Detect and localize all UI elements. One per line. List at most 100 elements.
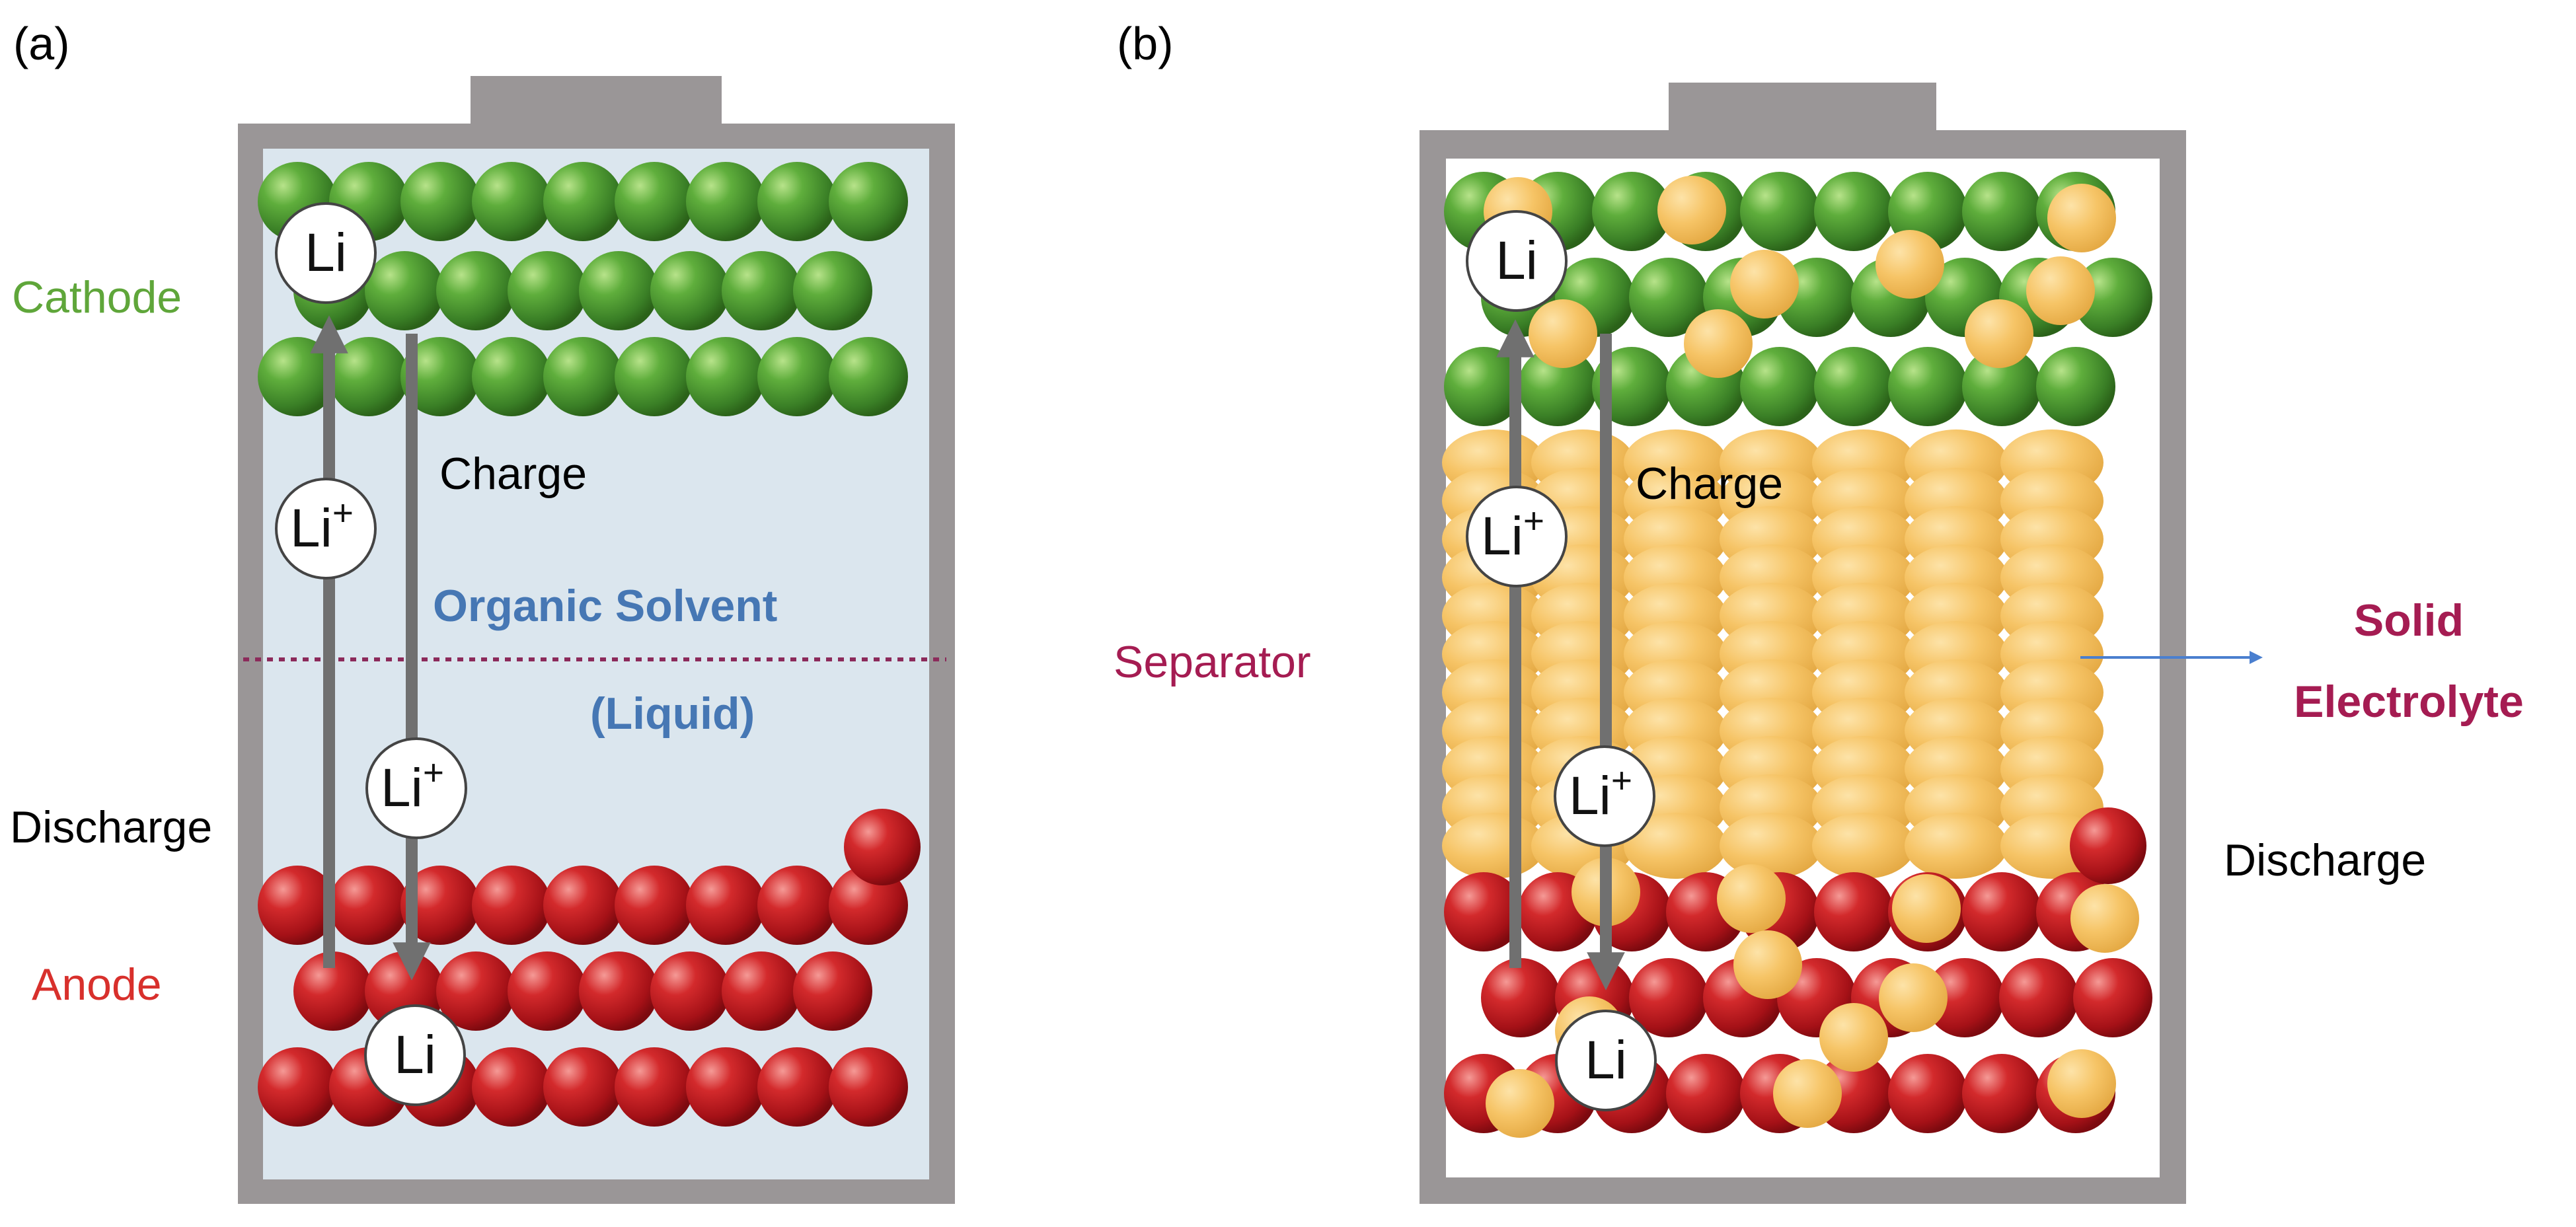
anode-particle <box>1999 958 2078 1037</box>
anode-particle <box>472 866 551 945</box>
anode-particle <box>258 1047 337 1127</box>
separator-label: Separator <box>1114 637 1311 687</box>
cathode-particle <box>543 337 623 416</box>
electrolyte-particle <box>2047 1049 2116 1118</box>
svg-text:Li: Li <box>394 1025 436 1085</box>
cathode-particle <box>329 337 408 416</box>
cathode-particle <box>1629 258 1708 337</box>
cathode-particle <box>793 251 872 330</box>
anode-particle <box>1481 958 1560 1037</box>
cathode-particle <box>2036 347 2115 426</box>
electrolyte-particle <box>1730 250 1799 318</box>
anode-particle <box>1962 872 2041 951</box>
electrolyte-particle <box>1812 813 1915 879</box>
cathode-particle <box>472 337 551 416</box>
cathode-particle <box>1814 347 1893 426</box>
cathode-particle <box>829 162 908 241</box>
svg-text:Li: Li <box>1496 231 1538 291</box>
anode-particle <box>579 951 658 1031</box>
organic-solvent-label: Organic Solvent <box>433 581 777 631</box>
electrolyte-particle <box>2026 256 2095 325</box>
electrolyte-particle <box>1773 1059 1842 1128</box>
cathode-particle <box>829 337 908 416</box>
cathode-particle <box>686 162 765 241</box>
cathode-particle <box>1518 347 1597 426</box>
cathode-particle <box>686 337 765 416</box>
anode-particle <box>1888 1054 1967 1133</box>
li-ion-up-b: Li+ <box>1466 486 1568 587</box>
anode-label: Anode <box>32 959 162 1010</box>
cathode-particle <box>615 162 694 241</box>
anode-particle <box>686 866 765 945</box>
li-ion-down-b: Li+ <box>1554 745 1655 847</box>
anode-particle <box>757 866 837 945</box>
li-ion-up-a: Li+ <box>275 478 377 579</box>
discharge-label-b: Discharge <box>2224 835 2426 885</box>
cathode-particles-b <box>1444 172 2152 426</box>
cathode-particle <box>436 251 515 330</box>
anode-particle <box>329 866 408 945</box>
anode-particle <box>508 951 587 1031</box>
cathode-particle <box>258 337 337 416</box>
svg-text:Li: Li <box>1585 1030 1627 1090</box>
panel-b-tag: (b) <box>1117 18 1174 69</box>
anode-particle <box>258 866 337 945</box>
anode-particle <box>1814 872 1893 951</box>
anode-particle <box>722 951 801 1031</box>
li-atom-cathode-a: Li <box>275 202 377 304</box>
cathode-particle <box>615 337 694 416</box>
liquid-label: (Liquid) <box>590 688 755 739</box>
battery-terminal-b <box>1669 83 1936 139</box>
electrolyte-particle <box>1892 874 1961 943</box>
cathode-particle <box>1962 172 2041 251</box>
anode-particle <box>400 866 480 945</box>
anode-particle <box>543 1047 623 1127</box>
anode-particle <box>829 1047 908 1127</box>
anode-particle <box>436 951 515 1031</box>
cathode-particle <box>579 251 658 330</box>
cathode-particle <box>2073 258 2152 337</box>
solid-label: Solid <box>2354 595 2464 646</box>
anode-particle <box>829 866 908 945</box>
electrolyte-particle <box>1720 813 1823 879</box>
electrolyte-particle <box>1875 230 1944 299</box>
cathode-particle <box>400 337 480 416</box>
anode-particle <box>472 1047 551 1127</box>
panel-a-tag: (a) <box>13 18 70 69</box>
electrolyte-particle <box>1879 963 1948 1032</box>
electrolyte-label: Electrolyte <box>2294 677 2524 727</box>
svg-text:Li: Li <box>305 223 347 283</box>
charge-label-a: Charge <box>439 449 587 499</box>
anode-particle <box>2073 958 2152 1037</box>
anode-particle <box>844 809 921 885</box>
battery-terminal-a <box>471 76 722 132</box>
cathode-particle <box>472 162 551 241</box>
li-atom-cathode-b: Li <box>1466 210 1568 312</box>
electrolyte-particle <box>1486 1069 1554 1138</box>
anode-particle <box>757 1047 837 1127</box>
cathode-particle <box>400 162 480 241</box>
electrolyte-particle <box>1905 813 2008 879</box>
cathode-particle <box>1740 347 1819 426</box>
cathode-particle <box>1592 172 1671 251</box>
anode-particle <box>686 1047 765 1127</box>
electrolyte-particle <box>1442 813 1545 879</box>
svg-text:Li+: Li+ <box>1569 760 1632 826</box>
anode-particles-b <box>1444 807 2152 1138</box>
anode-particle <box>1444 872 1523 951</box>
anode-particle <box>1629 958 1708 1037</box>
cathode-particle <box>543 162 623 241</box>
svg-text:Li+: Li+ <box>290 492 354 558</box>
electrolyte-particle <box>1657 176 1726 244</box>
electrolyte-particle <box>2047 184 2116 252</box>
anode-particle <box>615 866 694 945</box>
svg-text:Li+: Li+ <box>381 752 444 818</box>
electrolyte-particle <box>1684 309 1753 378</box>
cathode-particle <box>757 162 837 241</box>
cathode-particle <box>1962 347 2041 426</box>
cathode-particle <box>508 251 587 330</box>
electrolyte-particle <box>1965 299 2033 368</box>
li-atom-anode-b: Li <box>1555 1010 1657 1111</box>
electrolyte-particle <box>1819 1003 1888 1072</box>
